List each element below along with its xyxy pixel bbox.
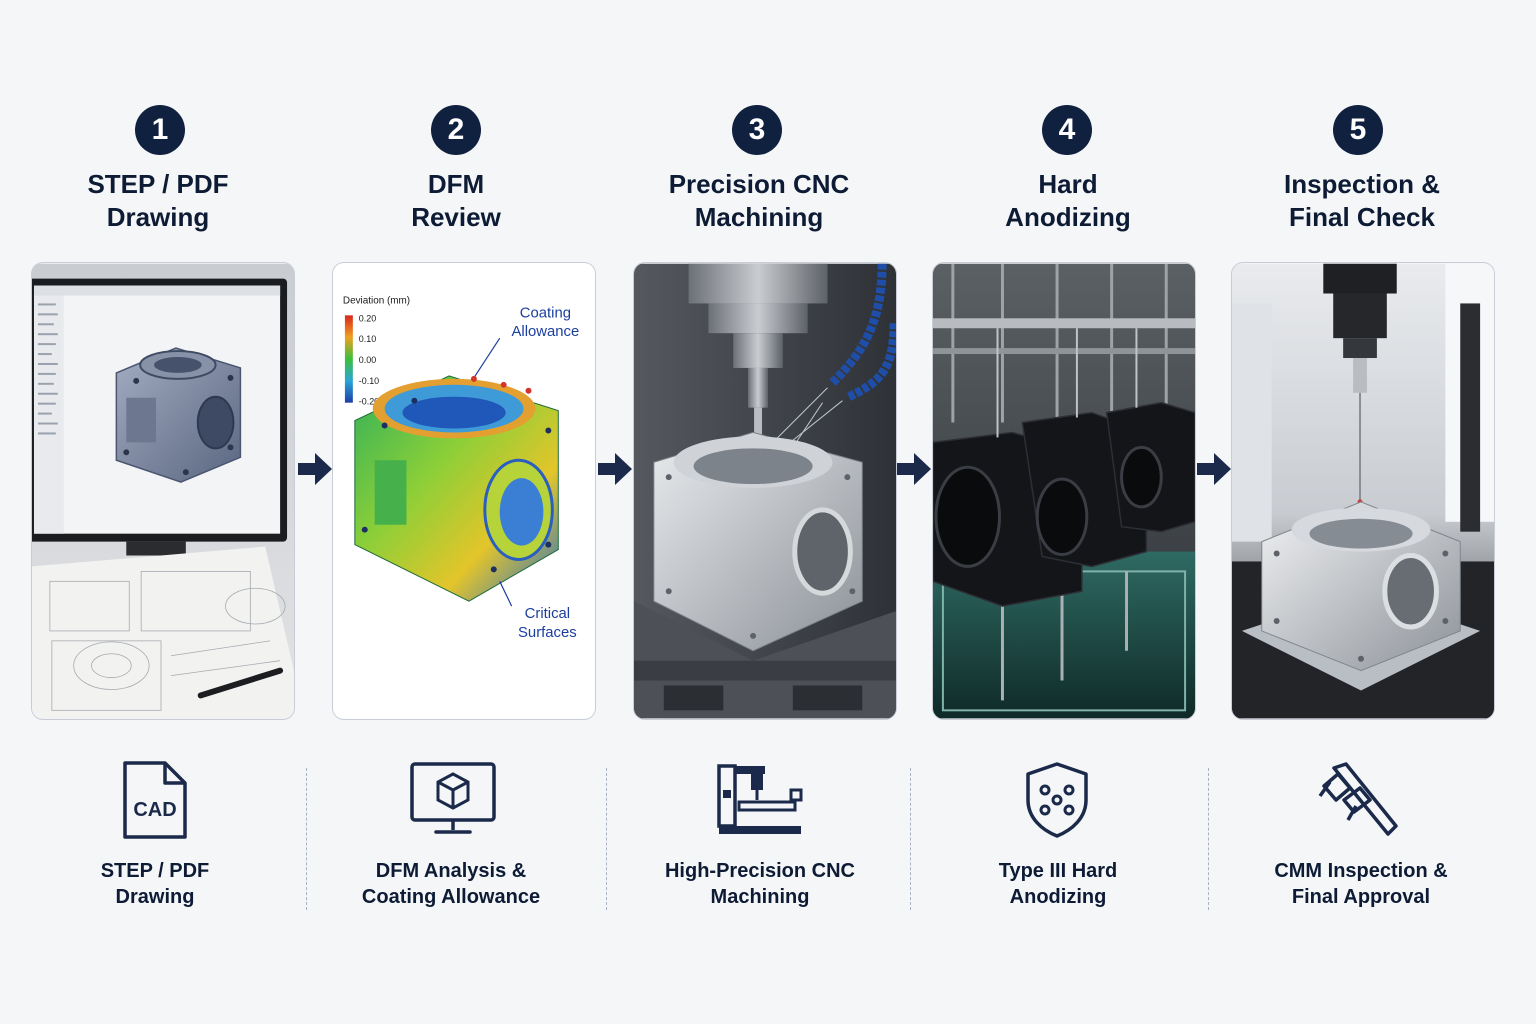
panel-step-drawing	[31, 262, 295, 720]
legend-tick: -0.20	[359, 397, 379, 407]
shield-dots-icon	[1026, 762, 1088, 838]
legend-tick: -0.10	[359, 376, 379, 386]
anodizing-tank-illustration	[933, 263, 1195, 719]
divider	[910, 768, 911, 910]
cad-monitor-illustration	[32, 263, 294, 719]
arrow-right-icon	[298, 453, 332, 485]
deviation-scale-bar	[344, 315, 353, 403]
legend-title: Deviation (mm)	[343, 295, 410, 306]
legend-tick: 0.00	[359, 355, 376, 365]
cnc-machining-illustration	[634, 263, 896, 719]
panel-step-inspection	[1231, 262, 1495, 720]
step-1-badge: 1	[135, 105, 185, 155]
caliper-icon	[1318, 762, 1398, 836]
callout-coating-line1: Coating	[520, 305, 571, 321]
arrow-right-icon	[598, 453, 632, 485]
divider	[1208, 768, 1209, 910]
callout-critical-leader	[499, 581, 513, 607]
arrow-right-icon	[1197, 453, 1231, 485]
callout-coating-leader	[471, 337, 501, 382]
step-2-label: DFM Analysis &Coating Allowance	[361, 860, 541, 908]
svg-text:CAD: CAD	[133, 799, 176, 821]
legend-tick: 0.10	[359, 334, 376, 344]
monitor-cube-icon	[410, 762, 496, 834]
panel-step-cnc	[633, 262, 897, 720]
step-3-badge: 3	[732, 105, 782, 155]
cmm-inspection-illustration	[1232, 263, 1494, 719]
step-2-badge: 2	[431, 105, 481, 155]
step-5-title: Inspection &Final Check	[1283, 169, 1440, 232]
dfm-deviation-illustration: Deviation (mm) 0.20 0.10 0.00 -0.10 -0.2…	[333, 263, 595, 719]
legend-tick: 0.20	[359, 313, 376, 323]
panel-step-anodizing	[932, 262, 1196, 720]
panel-step-dfm: Deviation (mm) 0.20 0.10 0.00 -0.10 -0.2…	[332, 262, 596, 720]
step-5-badge: 5	[1333, 105, 1383, 155]
step-4-badge: 4	[1042, 105, 1092, 155]
callout-critical-line2: Surfaces	[518, 625, 577, 641]
step-5-label: CMM Inspection &Final Approval	[1274, 860, 1448, 908]
cad-file-icon: CAD	[123, 761, 187, 839]
divider	[606, 768, 607, 910]
callout-coating-line2: Allowance	[511, 324, 579, 340]
callout-critical-line1: Critical	[525, 606, 570, 622]
divider	[306, 768, 307, 910]
arrow-right-icon	[897, 453, 931, 485]
cnc-machine-icon	[717, 764, 803, 834]
